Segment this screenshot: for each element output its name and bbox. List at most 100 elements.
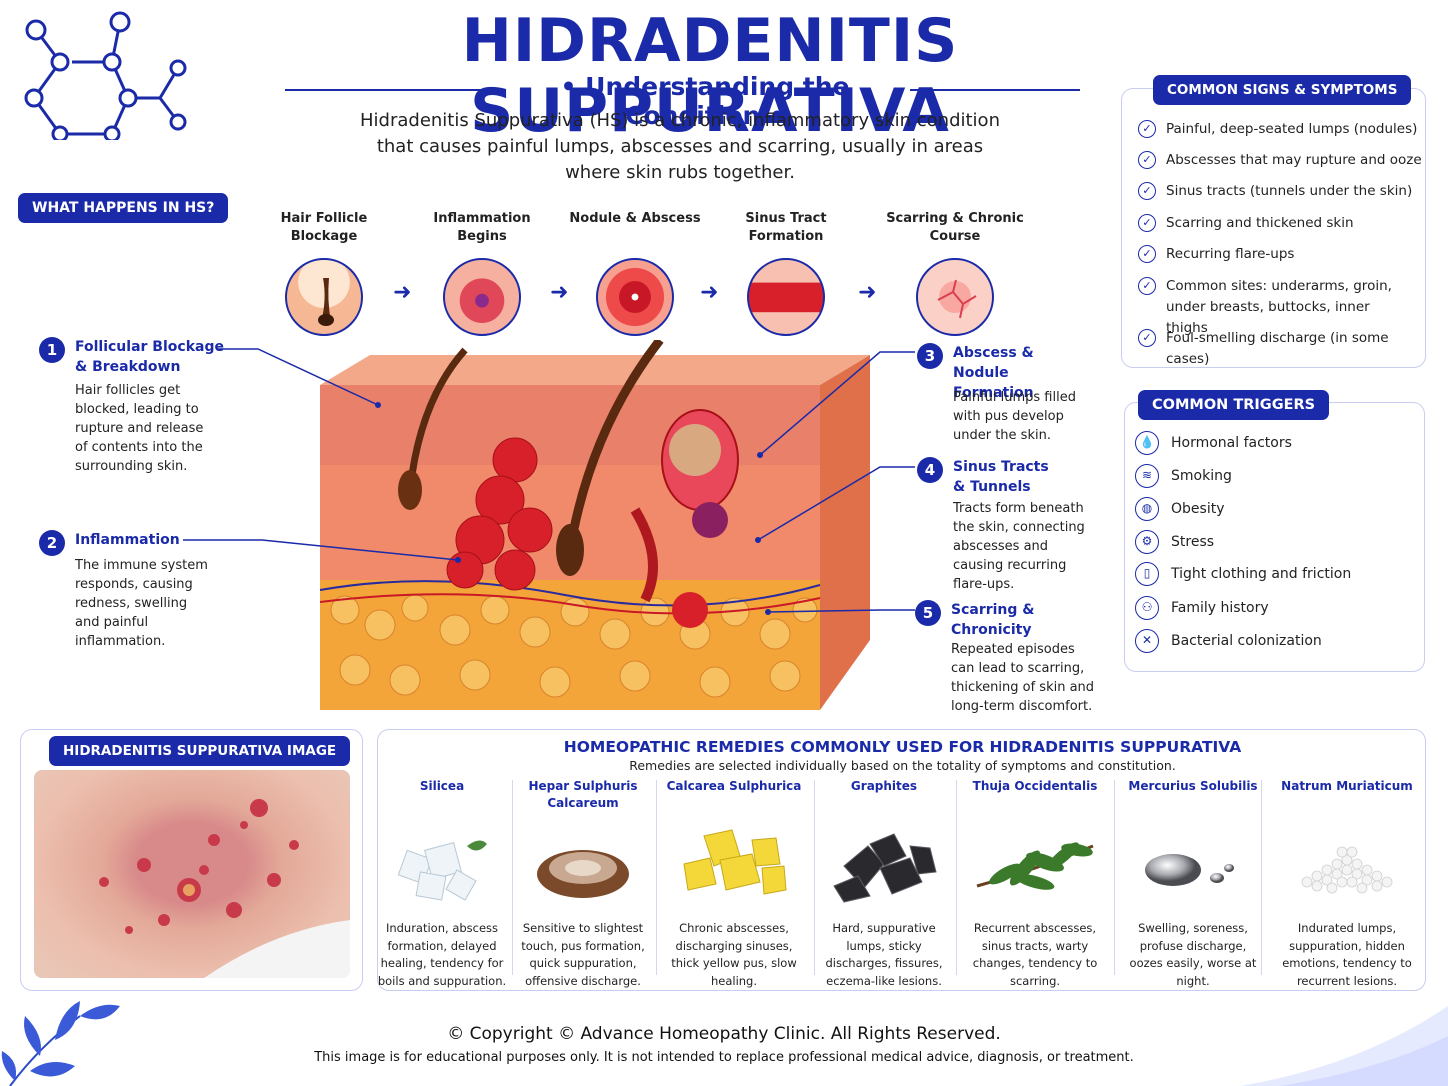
callout-number: 1 <box>39 337 65 363</box>
symptom-text: Sinus tracts (tunnels under the skin) <box>1166 183 1413 199</box>
hepar-shell-image <box>513 816 653 908</box>
stage-step: Sinus Tract Formation <box>716 210 856 336</box>
check-circle-icon: ✓ <box>1138 151 1156 169</box>
thuja-branch-image <box>965 816 1105 908</box>
callout-title: Follicular Blockage & Breakdown <box>75 339 224 375</box>
callout-desc: The immune system responds, causing redn… <box>75 558 208 649</box>
remedy-card: Natrum Muriaticum Indurated lumps, suppu… <box>1277 778 1417 988</box>
inflammation-illustration <box>443 258 521 336</box>
arrow-right-icon: ➜ <box>550 280 569 305</box>
stage-step: Inflammation Begins <box>412 210 552 336</box>
symptom-text: Abscesses that may rupture and ooze <box>1166 152 1422 168</box>
divider <box>1261 780 1262 975</box>
natrum-pellets-image <box>1277 816 1417 908</box>
symptom-text: Recurring flare-ups <box>1166 246 1295 262</box>
trigger-text: Hormonal factors <box>1171 435 1292 451</box>
stage-label: Inflammation Begins <box>433 211 531 244</box>
droplet-icon: 💧 <box>1135 431 1159 455</box>
symptoms-label: COMMON SIGNS & SYMPTOMS <box>1153 75 1412 105</box>
remedy-desc: Recurrent abscesses, sinus tracts, warty… <box>972 921 1098 988</box>
photo-panel <box>20 729 363 991</box>
stage-step: Hair Follicle Blockage <box>254 210 394 336</box>
disclaimer-text: This image is for educational purposes o… <box>314 1050 1134 1065</box>
callout-number: 4 <box>917 457 943 483</box>
remedy-name: Mercurius Solubilis <box>1128 779 1258 793</box>
symptoms-panel: ✓Painful, deep-seated lumps (nodules) ✓A… <box>1121 88 1426 368</box>
page-subtitle: • Understanding the Condition • <box>560 72 850 130</box>
check-circle-icon: ✓ <box>1138 120 1156 138</box>
trigger-item: ≋Smoking <box>1135 463 1405 489</box>
hs-clinical-photo <box>34 770 350 978</box>
subtitle-row: • Understanding the Condition • <box>285 72 1080 130</box>
remedies-title: HOMEOPATHIC REMEDIES COMMONLY USED FOR H… <box>563 738 1242 756</box>
trigger-item: ⚇ Family history <box>1135 595 1405 621</box>
callout-title: Inflammation <box>75 532 180 548</box>
trigger-item: 💧 Hormonal factors <box>1135 430 1405 456</box>
trigger-text: Bacterial colonization <box>1171 633 1322 649</box>
divider <box>285 89 500 91</box>
arrow-right-icon: ➜ <box>858 280 877 305</box>
sinus-tract-illustration <box>747 258 825 336</box>
divider <box>910 89 1080 91</box>
callout-desc: Repeated episodes can lead to scarring, … <box>951 642 1095 714</box>
divider <box>814 780 815 975</box>
trigger-text: Family history <box>1171 600 1269 616</box>
callout-number: 3 <box>917 343 943 369</box>
photo-label: HIDRADENITIS SUPPURATIVA IMAGE <box>49 736 351 766</box>
remedy-desc: Sensitive to slightest touch, pus format… <box>521 921 645 988</box>
mercury-droplet-image <box>1123 816 1263 908</box>
silicea-crystals-image <box>372 816 512 908</box>
family-icon: ⚇ <box>1135 596 1159 620</box>
trigger-item: ✕ Bacterial colonization <box>1135 628 1405 654</box>
divider <box>1114 780 1115 975</box>
remedy-desc: Hard, suppurative lumps, sticky discharg… <box>825 921 943 988</box>
stage-label: Scarring & Chronic Course <box>886 211 1024 244</box>
page-title: HIDRADENITIS SUPPURATIVA <box>461 6 959 146</box>
check-circle-icon: ✓ <box>1138 277 1156 295</box>
remedies-note: Remedies are selected individually based… <box>629 758 1176 773</box>
remedy-name: Thuja Occidentalis <box>972 779 1098 793</box>
arrow-right-icon: ➜ <box>700 280 719 305</box>
callout-desc: Tracts form beneath the skin, connecting… <box>953 501 1085 592</box>
remedy-name: Natrum Muriaticum <box>1281 779 1413 793</box>
divider <box>512 780 513 975</box>
stage-label: Nodule & Abscess <box>569 211 701 226</box>
triggers-label: COMMON TRIGGERS <box>1138 390 1330 420</box>
symptom-text: Scarring and thickened skin <box>1166 215 1354 231</box>
stage-step: Nodule & Abscess <box>565 210 705 336</box>
bacteria-icon: ✕ <box>1135 629 1159 653</box>
arrow-right-icon: ➜ <box>393 280 412 305</box>
trigger-item: ⚙ Stress <box>1135 529 1405 555</box>
symptom-text: Foul-smelling discharge (in some cases) <box>1166 330 1389 367</box>
remedy-card: Thuja Occidentalis Recurrent abscesses, … <box>965 778 1105 988</box>
remedy-card: Graphites Hard, suppurative lumps, stick… <box>814 778 954 988</box>
remedy-card: Silicea Induration, abscess formation, d… <box>372 778 512 988</box>
callout-title: Sinus Tracts & Tunnels <box>953 459 1049 495</box>
remedy-desc: Swelling, soreness, profuse discharge, o… <box>1129 921 1257 988</box>
graphites-image <box>814 816 954 908</box>
remedy-name: Graphites <box>850 779 918 793</box>
trigger-item: ▯ Tight clothing and friction <box>1135 561 1405 587</box>
trigger-text: Stress <box>1171 534 1215 550</box>
trigger-text: Smoking <box>1171 468 1232 484</box>
check-circle-icon: ✓ <box>1138 245 1156 263</box>
what-happens-label: WHAT HAPPENS IN HS? <box>18 193 229 223</box>
leaf-decoration-icon <box>1 1001 120 1086</box>
callout-title: Abscess & Nodule Formation <box>953 345 1034 401</box>
copyright-text: © Copyright © Advance Homeopathy Clinic.… <box>447 1024 1001 1044</box>
remedy-desc: Induration, abscess formation, delayed h… <box>377 921 507 988</box>
callout-number: 5 <box>915 600 941 626</box>
scarring-illustration <box>916 258 994 336</box>
callout-number: 2 <box>39 530 65 556</box>
molecule-logo-icon <box>24 11 187 140</box>
shirt-icon: ▯ <box>1135 562 1159 586</box>
check-circle-icon: ✓ <box>1138 214 1156 232</box>
gear-icon: ⚙ <box>1135 530 1159 554</box>
triggers-panel: 💧Hormonal factors ≋Smoking ◍Obesity ⚙Str… <box>1124 402 1425 672</box>
divider <box>956 780 957 975</box>
stage-step: Scarring & Chronic Course <box>885 210 1025 336</box>
symptom-text: Common sites: underarms, groin, under br… <box>1166 278 1392 336</box>
remedy-name: Calcarea Sulphurica <box>666 779 802 793</box>
trigger-text: Tight clothing and friction <box>1171 566 1352 582</box>
